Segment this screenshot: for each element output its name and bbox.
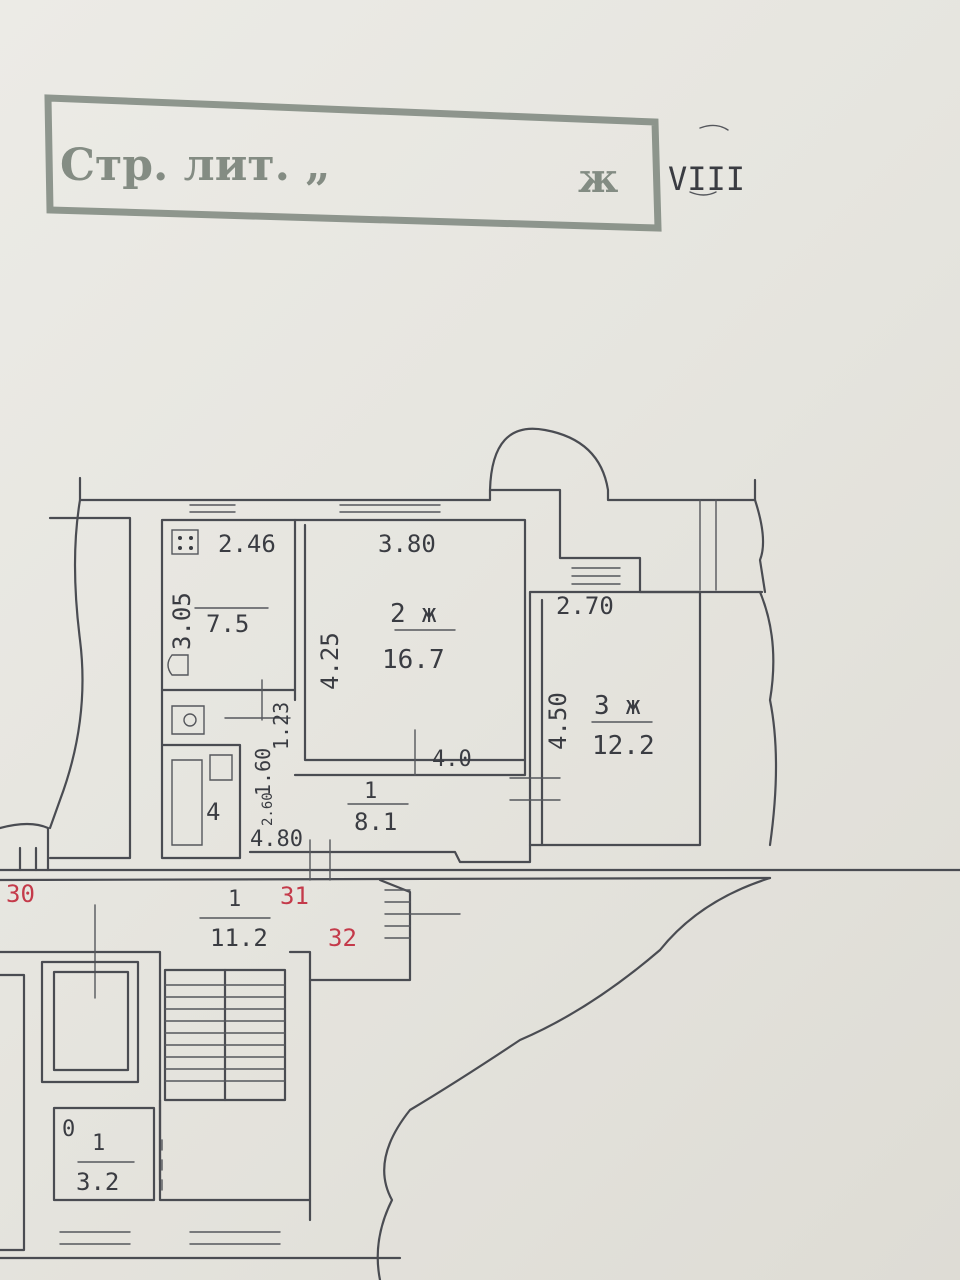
stamp: Стр. лит. „ ж (44, 94, 662, 232)
lift-shaft (0, 960, 140, 1252)
hall-area: 8.1 (354, 808, 397, 836)
stair-hall-label: 1 (228, 887, 241, 912)
storage-room (52, 1106, 163, 1202)
bathroom-label: 4 (206, 798, 220, 826)
bathroom (160, 679, 297, 860)
kitchen-width: 2.46 (218, 530, 276, 558)
stamp-text: Стр. лит. „ (60, 140, 331, 191)
staircase (158, 968, 312, 1202)
apartment-number-32: 32 (328, 924, 357, 952)
left-wing (0, 516, 132, 872)
apartment-number-31: 31 (280, 882, 309, 910)
bottom-windows (0, 1231, 402, 1260)
storage-area: 3.2 (76, 1168, 119, 1196)
bathroom-dim-c: 2.60 (260, 792, 276, 826)
room-3-label: 3 ж (594, 691, 641, 721)
room-3-area: 12.2 (592, 731, 655, 761)
sheet-mark: VIII (668, 160, 745, 198)
room-2-area: 16.7 (382, 645, 445, 675)
room-3-width: 2.70 (556, 592, 614, 620)
hall-dim-a: 4.0 (432, 747, 472, 772)
hall (248, 803, 532, 881)
storage-marker: 0 (62, 1117, 75, 1142)
room-2 (293, 518, 527, 777)
windows (189, 499, 717, 591)
sheet-mark-overline (699, 124, 729, 131)
room-2-width: 3.80 (378, 530, 436, 558)
storage-label: 1 (92, 1131, 105, 1156)
stamp-fragment: ж (578, 155, 618, 202)
outer-walls (0, 427, 960, 1280)
room-2-length: 4.25 (316, 632, 344, 690)
hall-label: 1 (364, 779, 377, 804)
bathroom-dim-b: 1.60 (251, 748, 275, 796)
room-2-label: 2 ж (390, 599, 437, 629)
apartment-number-30: 30 (6, 880, 35, 908)
room-3-length: 4.50 (544, 692, 572, 750)
hall-dim-b: 4.80 (250, 827, 303, 852)
room-3 (509, 590, 702, 847)
kitchen-length: 3.05 (168, 592, 196, 650)
sheet-mark-underline (689, 191, 717, 196)
bathroom-dim-a: 1.23 (269, 702, 293, 750)
stair-hall-area: 11.2 (210, 924, 268, 952)
kitchen-area: 7.5 (206, 610, 249, 638)
